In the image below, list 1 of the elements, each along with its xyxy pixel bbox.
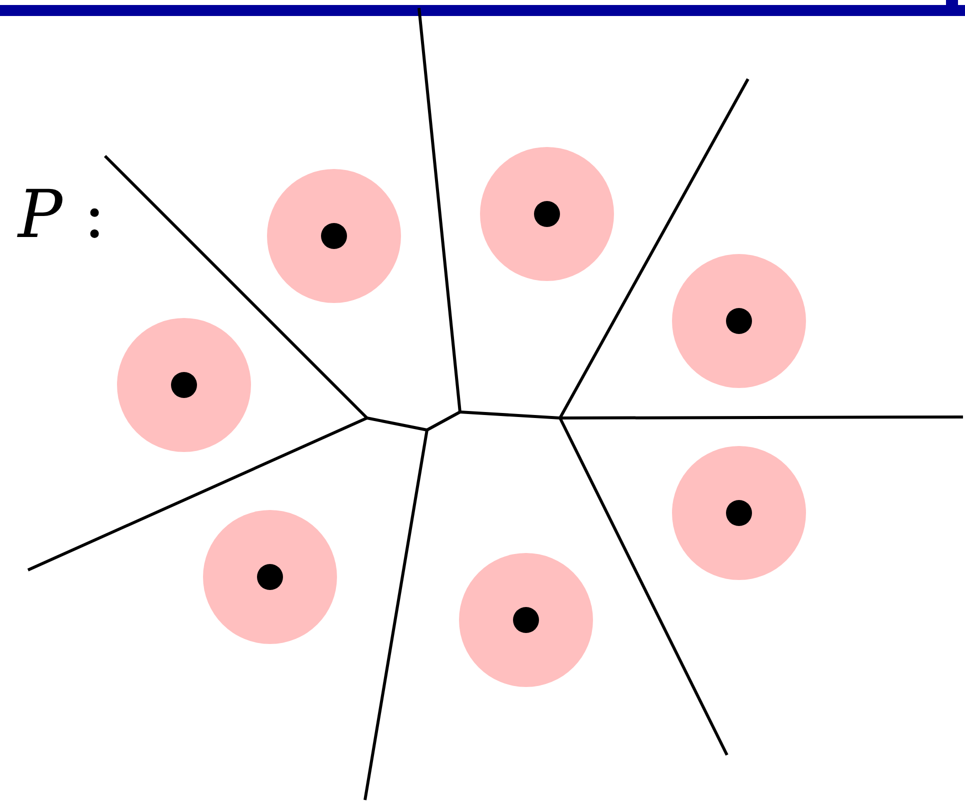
set-label: P : (18, 182, 106, 248)
